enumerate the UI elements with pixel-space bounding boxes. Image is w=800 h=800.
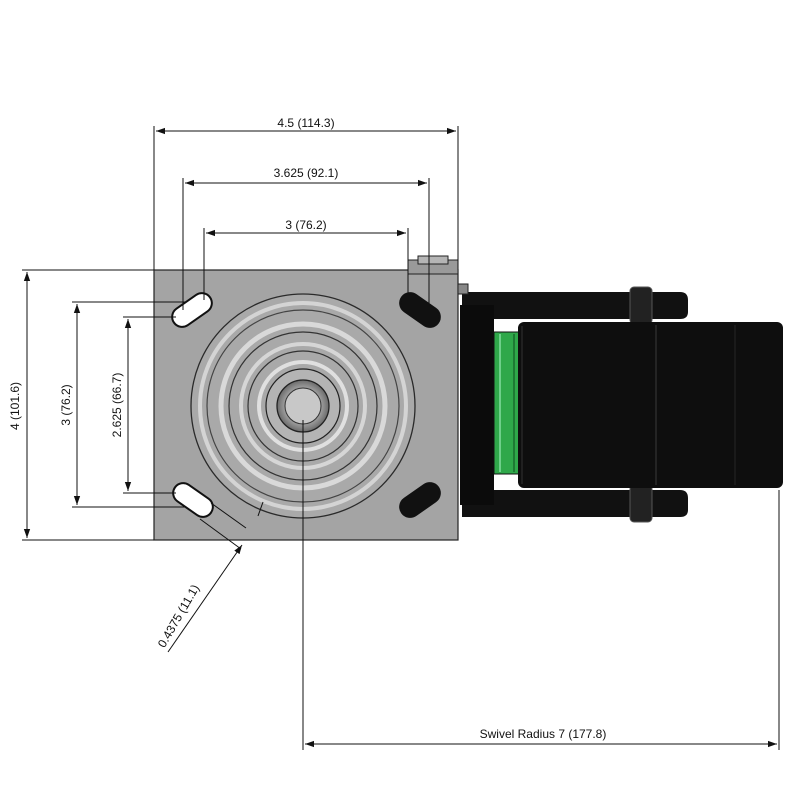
- label-bolt-width-inner: 3 (76.2): [285, 218, 326, 232]
- fork-block: [460, 305, 494, 505]
- axle-bolt-bottom: [629, 484, 653, 523]
- bolt-hole-top-left: [171, 292, 213, 328]
- wheel: [518, 322, 783, 488]
- bolt-hole-bottom-right: [399, 482, 441, 518]
- dimension-bolt-width-inner: 3 (76.2): [203, 218, 409, 300]
- dimension-bolt-width-outer: 3.625 (92.1): [182, 166, 430, 310]
- dimension-overall-width: 4.5 (114.3): [153, 116, 459, 270]
- label-overall-height: 4 (101.6): [8, 382, 22, 430]
- dimension-swivel-radius: Swivel Radius 7 (177.8): [302, 420, 780, 750]
- label-bolt-width-outer: 3.625 (92.1): [274, 166, 339, 180]
- label-bolt-height-inner: 2.625 (66.7): [110, 373, 124, 438]
- label-overall-width: 4.5 (114.3): [277, 116, 334, 130]
- label-bolt-height-outer: 3 (76.2): [59, 384, 73, 425]
- fork-leg-bottom: [462, 490, 688, 517]
- top-plate: [153, 255, 469, 541]
- bolt-hole-top-right: [399, 292, 441, 328]
- hub: [493, 331, 521, 475]
- dimension-bolt-height-outer: 3 (76.2): [59, 301, 185, 508]
- label-bolt-hole: 0.4375 (11.1): [155, 582, 202, 650]
- axle-bolt-top: [629, 286, 653, 325]
- label-swivel-radius: Swivel Radius 7 (177.8): [480, 727, 607, 741]
- bolt-hole-bottom-left: [172, 482, 214, 518]
- wheel-assembly: [460, 286, 783, 523]
- dimension-overall-height: 4 (101.6): [8, 269, 154, 541]
- fork-leg-top: [462, 292, 688, 319]
- dimension-bolt-height-inner: 2.625 (66.7): [110, 316, 176, 494]
